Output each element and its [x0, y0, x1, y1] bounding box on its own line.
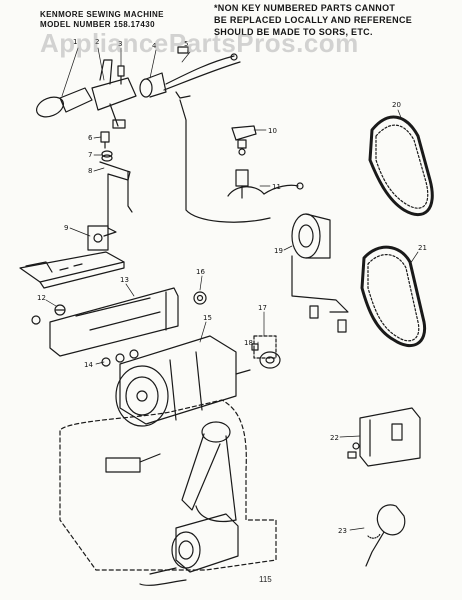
callout-leaders: [45, 47, 419, 531]
callout-6: 6: [88, 134, 93, 142]
callout-19: 19: [274, 247, 283, 255]
callout-23: 23: [338, 527, 347, 535]
screw-12: [31, 304, 66, 325]
model-caption: KENMORE SEWING MACHINE MODEL NUMBER 158.…: [40, 10, 164, 30]
motor-pulley-17: [253, 335, 281, 369]
callout-numbers: 1 2 3 4 5 6 7 8 9 10 11 12 13 14 15 16 1…: [37, 38, 427, 535]
socket-screw: [117, 65, 125, 85]
callout-4: 4: [152, 42, 157, 50]
callout-11: 11: [272, 183, 281, 191]
pulley-bracket-19: [291, 213, 349, 333]
needle-drive-assembly: [105, 421, 237, 523]
parts-note: *NON KEY NUMBERED PARTS CANNOT BE REPLAC…: [214, 2, 412, 38]
bracket-8: [99, 161, 133, 237]
callout-18: 18: [244, 339, 253, 347]
receptacle-block-22: [347, 407, 421, 467]
drive-belt-21: [360, 245, 427, 347]
screw-6: [100, 131, 110, 149]
machine-body-outline: [59, 399, 277, 571]
callout-14: 14: [84, 361, 93, 369]
nut-16: [193, 291, 207, 305]
callout-10: 10: [268, 127, 277, 135]
callout-9: 9: [64, 224, 68, 232]
light-bulb-assembly: [35, 59, 137, 129]
motor-15: [115, 335, 251, 427]
note-line-2: BE REPLACED LOCALLY AND REFERENCE: [214, 15, 413, 25]
thread-guide-11: [227, 169, 304, 199]
callout-5: 5: [184, 40, 188, 48]
callout-15: 15: [203, 314, 212, 322]
drive-belt-20: [368, 115, 434, 217]
callout-13: 13: [120, 276, 129, 284]
callout-2: 2: [95, 38, 99, 46]
callout-21: 21: [418, 244, 427, 252]
page-number: 115: [259, 575, 272, 584]
callout-8: 8: [88, 167, 92, 175]
callout-7: 7: [88, 151, 92, 159]
cable-tie-23: [365, 504, 406, 567]
callout-16: 16: [196, 268, 205, 276]
callout-1: 1: [73, 38, 77, 46]
callout-20: 20: [392, 101, 401, 109]
presser-foot-assembly-9: [19, 225, 125, 289]
lower-motor: [139, 513, 239, 586]
washer-set-14: [101, 349, 139, 367]
thread-path-line: [179, 99, 271, 223]
model-line-2: MODEL NUMBER 158.17430: [40, 20, 155, 29]
set-screw-18: [251, 343, 259, 351]
watermark: AppliancePartsPros.com: [40, 28, 359, 58]
note-line-3: SHOULD BE MADE TO SORS, ETC.: [214, 27, 373, 37]
note-line-1: *NON KEY NUMBERED PARTS CANNOT: [214, 3, 396, 13]
callout-22: 22: [330, 434, 339, 442]
callout-3: 3: [118, 40, 122, 48]
washer-7: [101, 150, 113, 162]
lamp-socket: [139, 72, 167, 98]
callout-12: 12: [37, 294, 46, 302]
model-line-1: KENMORE SEWING MACHINE: [40, 10, 164, 19]
tension-clip-10: [231, 125, 257, 156]
callout-17: 17: [258, 304, 267, 312]
wire-lead-assembly: [163, 46, 241, 99]
motor-bracket-13: [49, 287, 179, 357]
